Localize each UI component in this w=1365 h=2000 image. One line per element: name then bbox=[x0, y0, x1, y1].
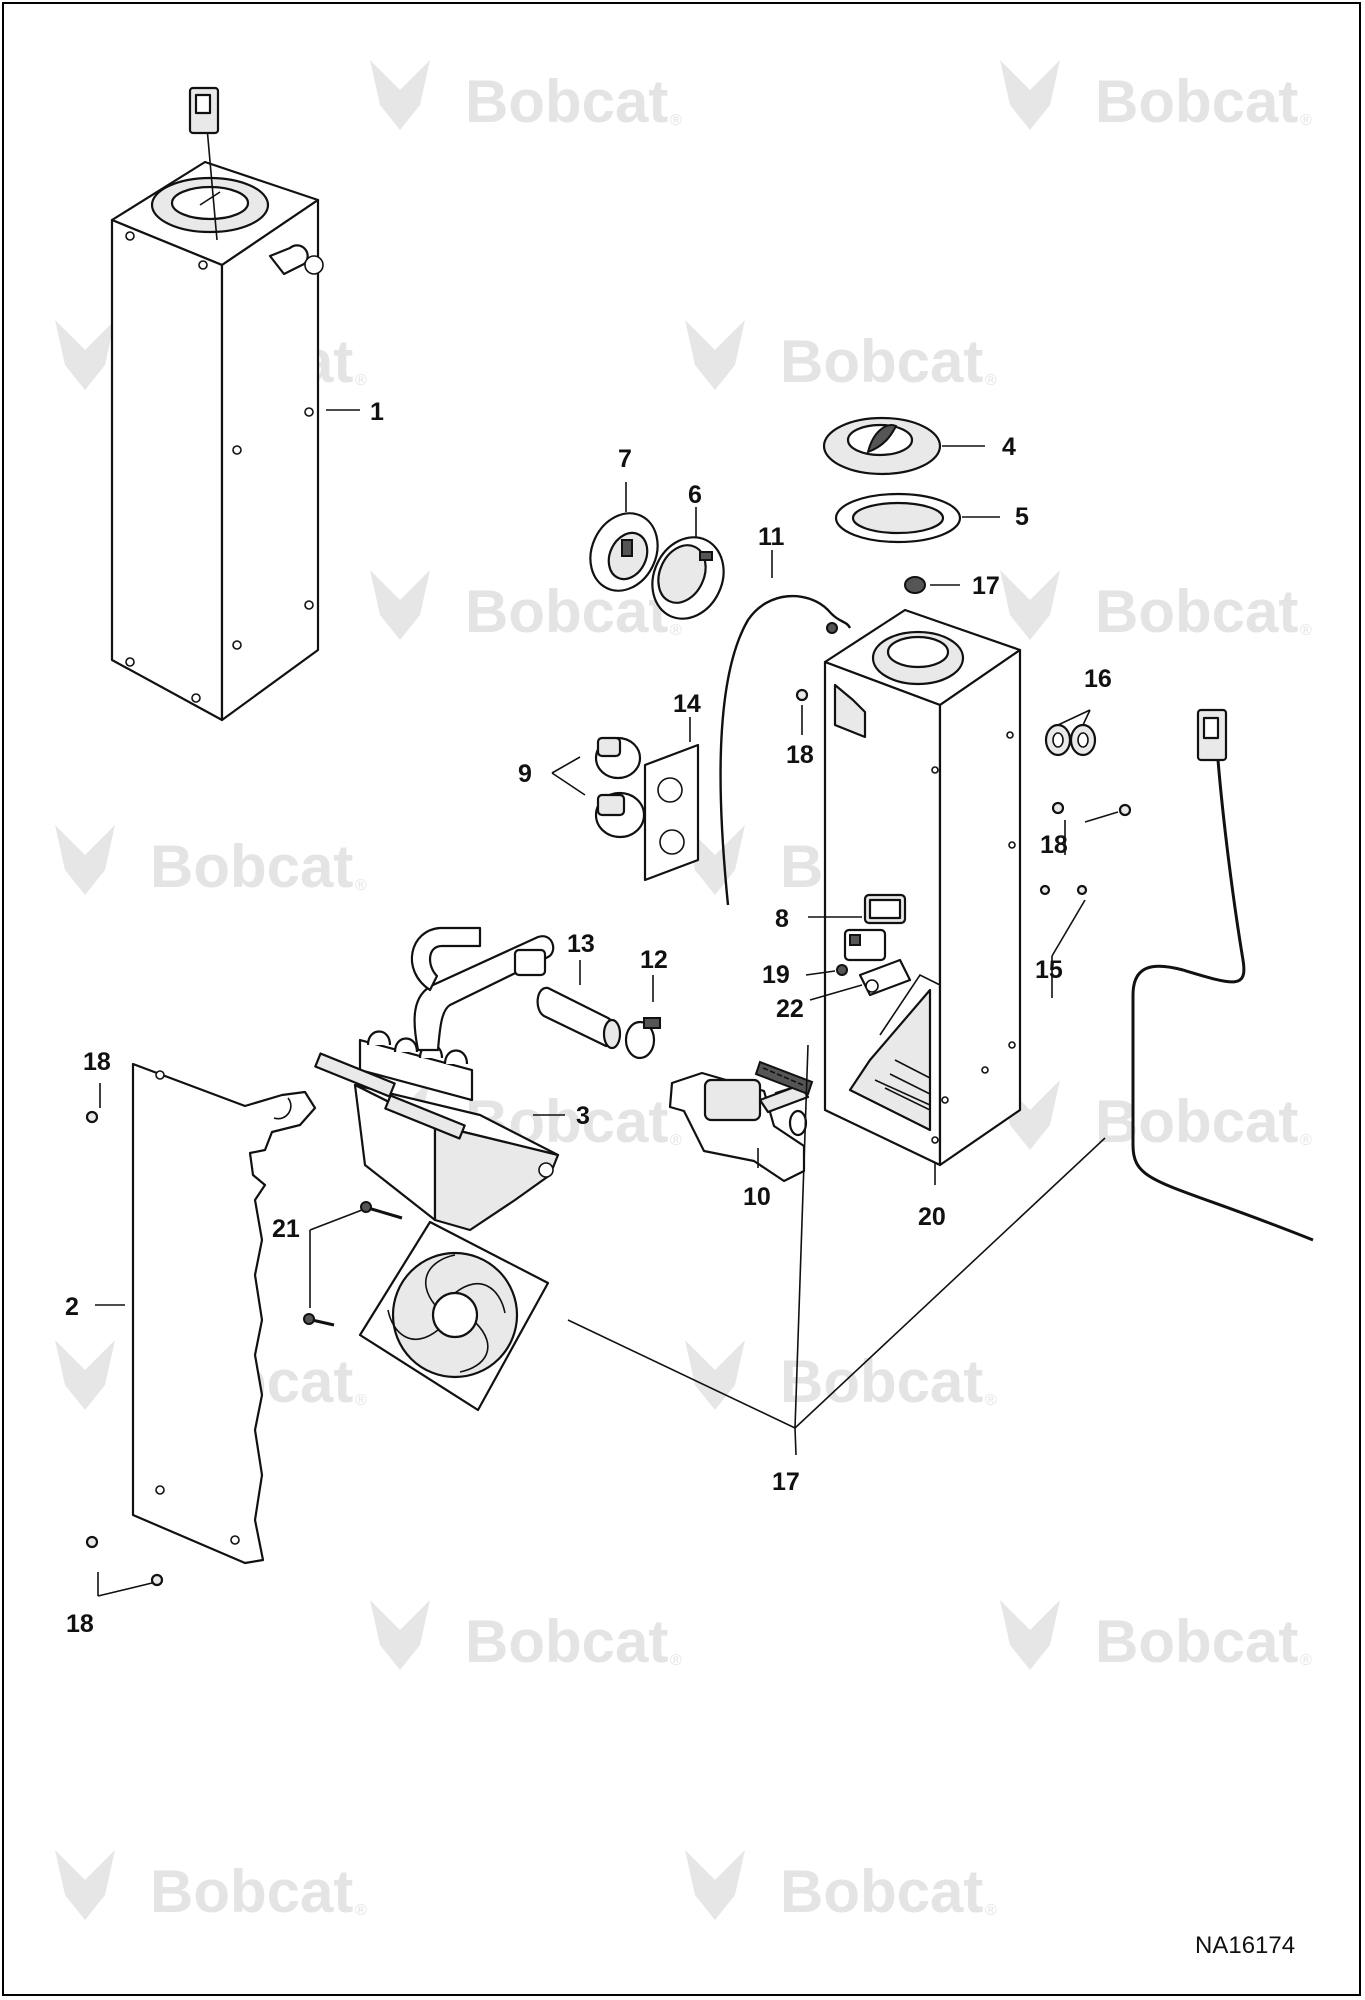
svg-text:®: ® bbox=[355, 1902, 367, 1919]
callout-9: 9 bbox=[518, 760, 532, 788]
watermark: Bobcat ® bbox=[55, 825, 367, 900]
part-10-water-valve bbox=[668, 1071, 810, 1183]
svg-text:®: ® bbox=[355, 877, 367, 894]
svg-text:®: ® bbox=[1300, 1132, 1312, 1149]
svg-text:®: ® bbox=[985, 1902, 997, 1919]
callout-18-upper: 18 bbox=[786, 741, 814, 769]
callout-1: 1 bbox=[370, 398, 384, 426]
callout-21: 21 bbox=[272, 1215, 300, 1243]
callout-4: 4 bbox=[1002, 433, 1016, 461]
svg-text:Bobcat: Bobcat bbox=[780, 1348, 983, 1415]
callout-22: 22 bbox=[776, 995, 804, 1023]
callout-10: 10 bbox=[743, 1183, 771, 1211]
svg-text:®: ® bbox=[355, 372, 367, 389]
blower-fan bbox=[358, 1220, 550, 1412]
callout-12: 12 bbox=[640, 946, 668, 974]
svg-text:Bobcat: Bobcat bbox=[150, 833, 353, 900]
svg-text:®: ® bbox=[670, 1652, 682, 1669]
callout-14: 14 bbox=[673, 690, 701, 718]
resistor-element bbox=[754, 1060, 814, 1096]
svg-text:Bobcat: Bobcat bbox=[780, 328, 983, 395]
part-14-gasket-plate bbox=[643, 743, 700, 882]
part-3-heater-core bbox=[314, 926, 560, 1232]
watermark: Bobcat ® bbox=[370, 570, 682, 645]
watermark: Bobcat ® bbox=[370, 60, 682, 135]
part-1-heater-assembly bbox=[110, 86, 324, 722]
part-2-side-panel bbox=[131, 1062, 317, 1565]
part-6-duct-ring bbox=[651, 536, 725, 620]
callout-16: 16 bbox=[1084, 665, 1112, 693]
part-19-washer bbox=[836, 964, 848, 976]
svg-text:®: ® bbox=[670, 1132, 682, 1149]
callout-6: 6 bbox=[688, 481, 702, 509]
callout-19: 19 bbox=[762, 961, 790, 989]
part-9-knobs bbox=[594, 736, 646, 839]
part-16-grommets bbox=[1044, 723, 1097, 757]
part-21-fan-screws bbox=[303, 1201, 403, 1327]
watermark: Bobcat ® bbox=[685, 1340, 997, 1415]
watermark: Bobcat ® bbox=[685, 320, 997, 395]
part-13-hose bbox=[536, 986, 622, 1050]
svg-text:Bobcat: Bobcat bbox=[465, 68, 668, 135]
callout-3: 3 bbox=[576, 1102, 590, 1130]
svg-text:Bobcat: Bobcat bbox=[1095, 68, 1298, 135]
part-4-vent-louver bbox=[822, 416, 942, 476]
part-17-plug bbox=[904, 576, 926, 594]
callout-5: 5 bbox=[1015, 503, 1029, 531]
callout-18-left: 18 bbox=[83, 1048, 111, 1076]
callout-18-right: 18 bbox=[1040, 831, 1068, 859]
callout-7: 7 bbox=[618, 445, 632, 473]
part-20-heater-housing bbox=[823, 608, 1022, 1167]
wiring-harness bbox=[1131, 708, 1314, 1242]
watermark: Bobcat ® bbox=[1000, 60, 1312, 135]
callout-2: 2 bbox=[65, 1293, 79, 1321]
watermark: Bobcat ® bbox=[370, 1600, 682, 1675]
watermark: Bobcat ® bbox=[55, 1850, 367, 1925]
part-22-bracket bbox=[858, 958, 912, 997]
watermark: Bobcat ® bbox=[1000, 1600, 1312, 1675]
figure-id: NA16174 bbox=[1195, 1932, 1295, 1959]
part-11-capillary-tube bbox=[719, 594, 852, 906]
svg-text:Bobcat: Bobcat bbox=[150, 1858, 353, 1925]
callout-18-bottom: 18 bbox=[66, 1610, 94, 1638]
callout-20: 20 bbox=[918, 1203, 946, 1231]
svg-text:Bobcat: Bobcat bbox=[465, 1608, 668, 1675]
callout-15: 15 bbox=[1035, 956, 1063, 984]
svg-text:Bobcat: Bobcat bbox=[1095, 1088, 1298, 1155]
svg-text:Bobcat: Bobcat bbox=[1095, 1608, 1298, 1675]
watermark: Bobcat ® bbox=[1000, 570, 1312, 645]
leader-lines bbox=[95, 409, 1119, 1597]
svg-text:®: ® bbox=[355, 1392, 367, 1409]
svg-text:Bobcat: Bobcat bbox=[780, 1858, 983, 1925]
part-7-outlet-cap bbox=[589, 512, 659, 592]
part-12-hose-clamp bbox=[624, 1017, 661, 1060]
svg-text:®: ® bbox=[670, 112, 682, 129]
callout-17-bottom: 17 bbox=[772, 1468, 800, 1496]
svg-text:®: ® bbox=[1300, 112, 1312, 129]
callout-8: 8 bbox=[775, 905, 789, 933]
part-18-screws bbox=[85, 688, 1132, 1587]
watermark: Bobcat ® bbox=[1000, 1080, 1312, 1155]
svg-text:®: ® bbox=[1300, 622, 1312, 639]
callout-13: 13 bbox=[567, 930, 595, 958]
svg-text:®: ® bbox=[985, 372, 997, 389]
svg-text:®: ® bbox=[1300, 1652, 1312, 1669]
part-5-vent-ring bbox=[834, 492, 962, 544]
callout-11: 11 bbox=[758, 523, 785, 551]
callout-17-top: 17 bbox=[972, 572, 1000, 600]
svg-text:Bobcat: Bobcat bbox=[465, 578, 668, 645]
part-15-screws bbox=[1039, 884, 1088, 896]
svg-text:®: ® bbox=[985, 1392, 997, 1409]
svg-text:Bobcat: Bobcat bbox=[1095, 578, 1298, 645]
watermark: Bobcat ® bbox=[685, 1850, 997, 1925]
svg-text:®: ® bbox=[670, 622, 682, 639]
part-8-switch bbox=[843, 893, 907, 962]
callout-labels: 1 2 3 4 5 6 7 8 9 10 11 12 13 14 15 16 1… bbox=[65, 398, 1112, 1638]
